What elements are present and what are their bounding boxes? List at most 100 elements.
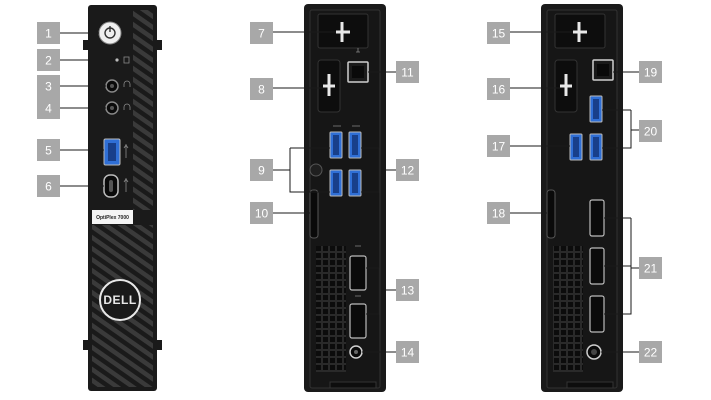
power-connector-icon[interactable] bbox=[349, 345, 363, 359]
usb-a-port-icon[interactable] bbox=[348, 169, 362, 197]
callout-20: 20 bbox=[639, 120, 662, 142]
usb-a-port-icon[interactable] bbox=[589, 133, 603, 161]
displayport-icon[interactable] bbox=[349, 255, 367, 291]
rear-view-b bbox=[541, 4, 623, 392]
callout-number: 12 bbox=[401, 164, 415, 178]
leader-lines bbox=[57, 31, 639, 353]
displayport-icon[interactable] bbox=[349, 303, 367, 339]
callout-number: 19 bbox=[644, 66, 658, 80]
usb-a-port-icon[interactable] bbox=[329, 131, 343, 159]
callout-2: 2 bbox=[37, 49, 60, 71]
callout-15: 15 bbox=[487, 22, 510, 44]
callout-19: 19 bbox=[639, 61, 662, 83]
callout-box bbox=[639, 61, 662, 83]
callout-21: 21 bbox=[639, 257, 662, 279]
callout-3: 3 bbox=[37, 75, 60, 97]
model-label: OptiPlex 7000 bbox=[96, 215, 129, 221]
callout-12: 12 bbox=[396, 159, 419, 181]
model-badge bbox=[92, 210, 133, 224]
dell-logo-ring bbox=[99, 279, 141, 321]
callout-box bbox=[250, 22, 273, 44]
callout-box bbox=[37, 175, 60, 197]
drive-activity-light-icon bbox=[115, 58, 119, 62]
usb-a-port-icon[interactable] bbox=[329, 169, 343, 197]
callout-number: 6 bbox=[45, 180, 52, 194]
callout-4: 4 bbox=[37, 97, 60, 119]
callout-11: 11 bbox=[396, 61, 419, 83]
callout-17: 17 bbox=[487, 135, 510, 157]
usb-c-port-icon[interactable] bbox=[103, 174, 119, 198]
ethernet-port-icon[interactable] bbox=[347, 61, 369, 83]
lock-slot-icon[interactable] bbox=[546, 189, 556, 239]
front-foot-bottom-right bbox=[157, 340, 162, 350]
power-button-icon[interactable] bbox=[98, 21, 122, 45]
callout-number: 17 bbox=[492, 140, 506, 154]
callout-number: 3 bbox=[45, 80, 52, 94]
callout-box bbox=[487, 22, 510, 44]
callout-box bbox=[396, 61, 419, 83]
headset-symbol-icon bbox=[123, 80, 131, 87]
front-foot-bottom-left bbox=[83, 340, 88, 350]
callout-box bbox=[396, 341, 419, 363]
usb-a-port-icon[interactable] bbox=[589, 95, 603, 123]
callout-box bbox=[37, 22, 60, 44]
displayport-icon[interactable] bbox=[589, 199, 605, 237]
ethernet-port-icon[interactable] bbox=[592, 59, 614, 81]
ss-usb-symbol-icon bbox=[123, 144, 129, 158]
option-port-icon[interactable] bbox=[560, 74, 572, 96]
drive-symbol-icon bbox=[123, 56, 130, 64]
rear-vent-a bbox=[316, 246, 346, 372]
option-port-icon[interactable] bbox=[323, 74, 335, 96]
dp-symbol-icon bbox=[355, 245, 361, 297]
callout-number: 14 bbox=[401, 346, 415, 360]
usb-a-port-icon[interactable] bbox=[348, 131, 362, 159]
rear-vent-b bbox=[553, 246, 583, 372]
callout-number: 1 bbox=[45, 27, 52, 41]
usb-c-symbol-icon bbox=[123, 178, 129, 192]
callout-number: 22 bbox=[644, 346, 658, 360]
dell-logo: DELL bbox=[103, 293, 136, 307]
callout-number: 16 bbox=[492, 83, 506, 97]
lock-slot-icon[interactable] bbox=[309, 189, 319, 239]
screw-a bbox=[309, 163, 323, 177]
callout-10: 10 bbox=[250, 202, 273, 224]
network-symbol-icon bbox=[356, 48, 360, 53]
callout-box bbox=[487, 202, 510, 224]
callout-7: 7 bbox=[250, 22, 273, 44]
rear-bottom-bar-b bbox=[566, 381, 614, 389]
usb-a-port-icon[interactable] bbox=[569, 133, 583, 161]
callout-box bbox=[37, 139, 60, 161]
callout-box bbox=[639, 257, 662, 279]
callout-box bbox=[37, 75, 60, 97]
callout-13: 13 bbox=[396, 279, 419, 301]
callout-16: 16 bbox=[487, 78, 510, 100]
displayport-icon[interactable] bbox=[589, 247, 605, 285]
headset-jack-icon[interactable] bbox=[105, 79, 119, 93]
callout-number: 5 bbox=[45, 144, 52, 158]
callout-number: 21 bbox=[644, 262, 658, 276]
callout-number: 20 bbox=[644, 125, 658, 139]
callout-number: 2 bbox=[45, 54, 52, 68]
callout-number: 13 bbox=[401, 284, 415, 298]
antenna-connector-icon[interactable] bbox=[336, 22, 350, 42]
headphone-jack-icon[interactable] bbox=[105, 101, 119, 115]
callout-number: 4 bbox=[45, 102, 52, 116]
usb-a-port-icon[interactable] bbox=[103, 138, 121, 166]
front-vent-strip bbox=[133, 10, 153, 210]
displayport-icon[interactable] bbox=[589, 295, 605, 333]
rear-view-a bbox=[304, 4, 386, 392]
callout-number: 15 bbox=[492, 27, 506, 41]
callout-box bbox=[396, 279, 419, 301]
callout-22: 22 bbox=[639, 341, 662, 363]
power-connector-icon[interactable] bbox=[586, 344, 602, 360]
callout-box bbox=[639, 341, 662, 363]
callout-number: 10 bbox=[255, 207, 269, 221]
antenna-connector-icon[interactable] bbox=[573, 22, 587, 42]
callout-box bbox=[487, 78, 510, 100]
callout-box bbox=[37, 49, 60, 71]
callout-6: 6 bbox=[37, 175, 60, 197]
callout-box bbox=[250, 78, 273, 100]
callout-8: 8 bbox=[250, 78, 273, 100]
